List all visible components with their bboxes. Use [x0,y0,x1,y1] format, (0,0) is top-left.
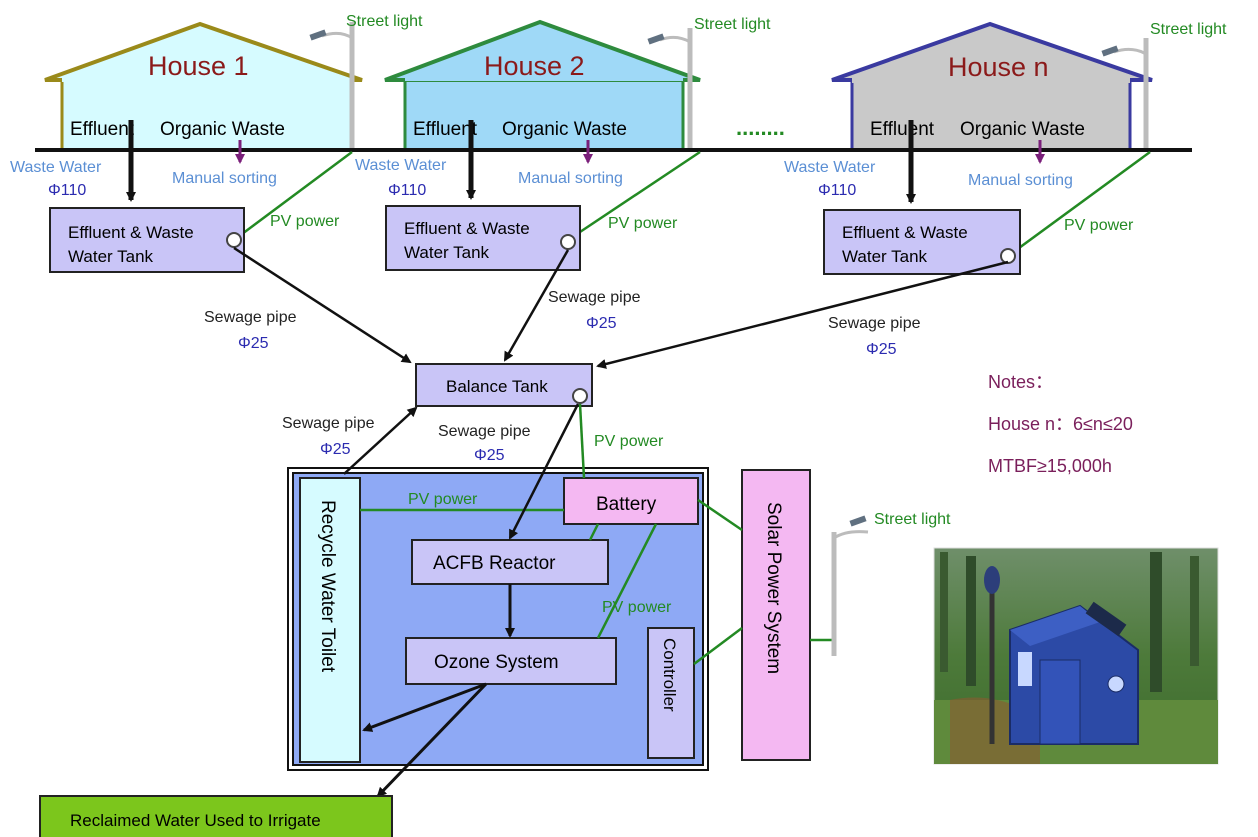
house-1: House 1 Effluent Organic Waste [44,21,363,152]
waste-water-label-1: Waste Water [10,159,102,176]
battery-label: Battery [596,494,657,515]
house-n-effluent: Effluent [870,119,935,140]
tank-2: Effluent & Waste Water Tank [385,205,581,271]
solar-power-system-label: Solar Power System [763,502,784,674]
manual-sorting-2: Manual sorting [518,170,623,187]
controller: Controller [647,627,695,759]
reclaimed-water-box: Reclaimed Water Used to Irrigate [39,795,393,837]
pv-power-label-balance: PV power [594,433,664,450]
tank-n: Effluent & Waste Water Tank [823,209,1021,275]
pipe-25-label-1: Φ25 [238,335,269,352]
solar-power-system: Solar Power System [741,469,811,761]
ozone-system-label: Ozone System [434,652,559,673]
acfb-reactor: ACFB Reactor [411,539,609,585]
notes: Notes： House n：6≤n≤20 MTBF≥15,000h [988,372,1133,476]
controller-label: Controller [660,638,679,712]
street-light-1: Street light [309,13,423,148]
notes-house-n: House n：6≤n≤20 [988,414,1133,434]
sewage-pipe-label-2: Sewage pipe [548,289,641,306]
toilet-unit-photo [933,547,1219,765]
tank-1-line2: Water Tank [68,247,154,266]
street-light-2-label: Street light [694,16,771,33]
reclaimed-water-label: Reclaimed Water Used to Irrigate [70,811,321,830]
street-light-n: Street light [1101,21,1227,148]
pv-power-label-n: PV power [1064,217,1134,234]
pipe-110-label-n: Φ110 [818,182,856,199]
pipe-25-label-reactor: Φ25 [474,447,505,464]
house-n: House n Effluent Organic Waste [831,21,1153,152]
house-1-organic: Organic Waste [160,119,285,140]
house-1-effluent: Effluent [70,119,135,140]
street-light-n-label: Street light [1150,21,1227,38]
ozone-system: Ozone System [405,637,617,685]
tank-1: Effluent & Waste Water Tank [49,207,245,273]
pipe-25-label-n: Φ25 [866,341,897,358]
sewage-pipe-label-n: Sewage pipe [828,315,921,332]
tank-2-line2: Water Tank [404,243,490,262]
street-light-2: Street light [647,16,771,148]
tank-2-power-socket-icon [560,234,576,250]
pv-power-label-ozone: PV power [602,599,672,616]
battery: Battery [563,477,699,525]
house-2-organic: Organic Waste [502,119,627,140]
house-1-title: House 1 [148,51,249,81]
house-2-effluent: Effluent [413,119,478,140]
street-light-solar: Street light [831,511,951,656]
pv-power-label-1: PV power [270,213,340,230]
recycle-water-toilet: Recycle Water Toilet [299,477,361,763]
balance-tank-power-socket-icon [572,388,588,404]
house-2: House 2 Effluent Organic Waste [384,19,701,152]
plant-outer-frame [287,467,709,771]
sewage-pipe-label-toilet: Sewage pipe [282,415,375,432]
pipe-25-label-toilet: Φ25 [320,441,351,458]
tank-2-line1: Effluent & Waste [404,219,530,238]
pipe-110-label-1: Φ110 [48,182,86,199]
street-light-1-label: Street light [346,13,423,30]
notes-title: Notes： [988,372,1053,392]
acfb-reactor-label: ACFB Reactor [433,553,556,574]
house-2-title: House 2 [484,51,585,81]
pipe-25-label-2: Φ25 [586,315,617,332]
pipe-110-label-2: Φ110 [388,182,426,199]
tank-1-line1: Effluent & Waste [68,223,194,242]
sewage-pipe-label-reactor: Sewage pipe [438,423,531,440]
tank-n-power-socket-icon [1000,248,1016,264]
manual-sorting-n: Manual sorting [968,172,1073,189]
waste-water-label-2: Waste Water [355,157,447,174]
house-ellipsis: ........ [736,115,785,140]
sewage-pipe-label-1: Sewage pipe [204,309,297,326]
tank-n-line2: Water Tank [842,247,928,266]
balance-tank: Balance Tank [415,363,593,407]
recycle-water-toilet-label: Recycle Water Toilet [317,500,338,673]
street-light-solar-label: Street light [874,511,951,528]
manual-sorting-1: Manual sorting [172,170,277,187]
pv-power-label-2: PV power [608,215,678,232]
tank-1-power-socket-icon [226,232,242,248]
house-n-organic: Organic Waste [960,119,1085,140]
waste-water-label-n: Waste Water [784,159,876,176]
house-n-title: House n [948,52,1049,82]
pv-power-label-toilet: PV power [408,491,478,508]
notes-mtbf: MTBF≥15,000h [988,456,1112,476]
balance-tank-label: Balance Tank [446,377,548,396]
tank-n-line1: Effluent & Waste [842,223,968,242]
